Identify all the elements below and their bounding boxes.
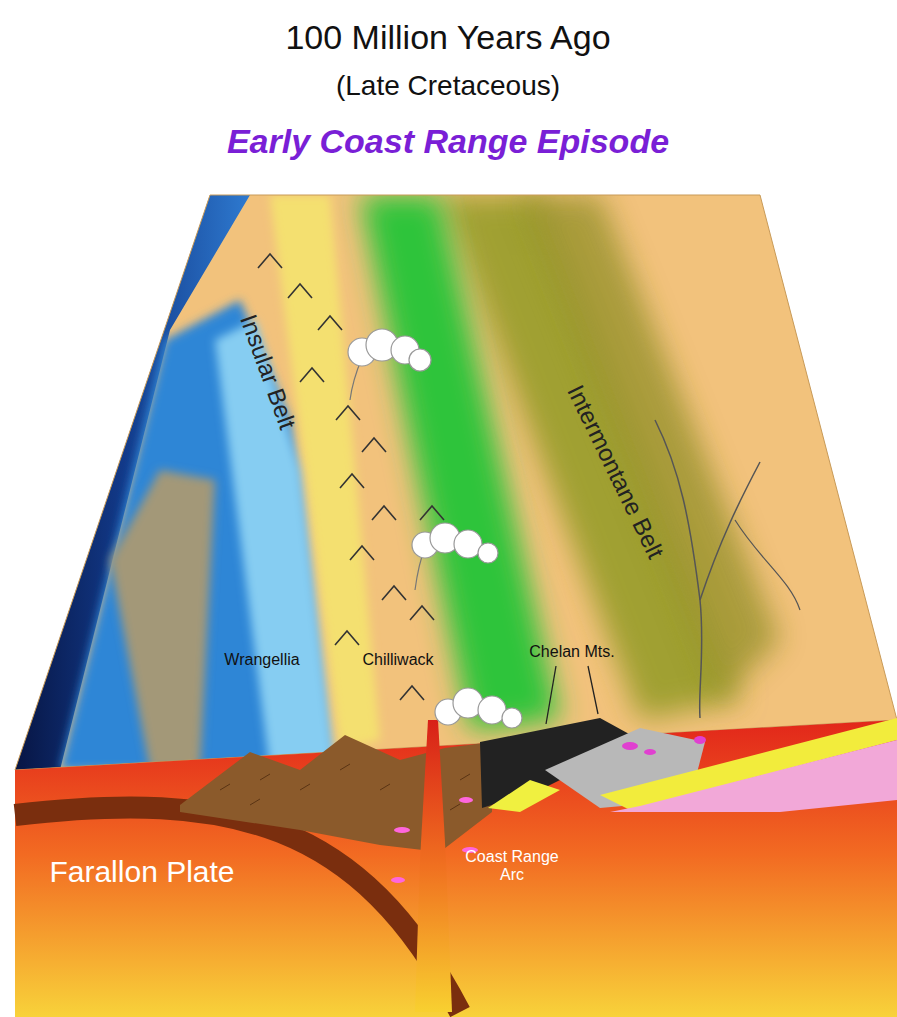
illustration-path bbox=[380, 784, 390, 790]
illustration-path bbox=[350, 546, 374, 560]
illustration-path bbox=[300, 784, 310, 790]
illustration-path bbox=[362, 438, 386, 452]
illustration-path bbox=[288, 284, 312, 298]
illustration-path bbox=[400, 686, 424, 700]
illustration-line bbox=[546, 666, 556, 724]
illustration-path bbox=[300, 368, 324, 382]
illustration-path bbox=[655, 420, 702, 718]
belt-label: Insular Belt bbox=[235, 311, 302, 433]
illustration-path bbox=[340, 764, 350, 770]
illustration-line bbox=[588, 666, 598, 714]
map-surface bbox=[0, 190, 897, 790]
leader-lines bbox=[546, 666, 598, 724]
illustration-path bbox=[735, 520, 800, 610]
surface-outline bbox=[15, 195, 897, 770]
diagram-title: 100 Million Years Ago bbox=[285, 18, 610, 57]
terrane-label: Chelan Mts. bbox=[529, 643, 614, 661]
illustration-path bbox=[410, 606, 434, 620]
yellow-wedge bbox=[488, 780, 560, 812]
illustration-ellipse bbox=[644, 749, 656, 755]
illustration-path bbox=[336, 406, 360, 420]
arc-label: Coast Range Arc bbox=[452, 848, 572, 885]
illustration-rect bbox=[0, 190, 897, 790]
illustration-path bbox=[420, 506, 444, 520]
pink-block bbox=[610, 740, 897, 812]
subtitle: (Late Cretaceous) bbox=[336, 70, 560, 102]
illustration-path bbox=[340, 474, 364, 488]
accreted-wedge bbox=[180, 735, 492, 852]
illustration-ellipse bbox=[459, 797, 473, 803]
plate-label: Farallon Plate bbox=[49, 855, 234, 890]
illustration-circle bbox=[409, 349, 431, 371]
belt-label: Intermontane Belt bbox=[562, 381, 670, 563]
illustration-path bbox=[372, 506, 396, 520]
tree-symbols bbox=[258, 254, 444, 700]
illustration-polygon bbox=[520, 195, 780, 700]
volcano-clouds bbox=[348, 329, 522, 728]
illustration-ellipse bbox=[391, 877, 405, 883]
illustration-circle bbox=[478, 543, 498, 563]
illustration-path bbox=[700, 462, 760, 600]
illustration-ellipse bbox=[394, 827, 410, 833]
illustration-ellipse bbox=[694, 736, 706, 744]
illustration-polygon bbox=[110, 470, 215, 770]
terrane-label: Wrangellia bbox=[224, 651, 299, 669]
illustration-path bbox=[382, 586, 406, 600]
illustration-path bbox=[258, 254, 282, 268]
illustration-path bbox=[260, 774, 270, 780]
illustration-path bbox=[318, 316, 342, 330]
illustration-circle bbox=[502, 708, 522, 728]
illustration-ellipse bbox=[622, 742, 638, 750]
illustration-path bbox=[460, 774, 470, 780]
illustration-path bbox=[450, 804, 460, 810]
terrane-label: Chilliwack bbox=[362, 651, 433, 669]
plume-sparks bbox=[391, 797, 478, 883]
episode-title: Early Coast Range Episode bbox=[227, 122, 669, 161]
illustration-path bbox=[250, 799, 260, 805]
magma-pods bbox=[622, 736, 706, 755]
illustration-path bbox=[335, 631, 359, 645]
illustration-path bbox=[220, 784, 230, 790]
arc-plume bbox=[415, 720, 452, 1012]
